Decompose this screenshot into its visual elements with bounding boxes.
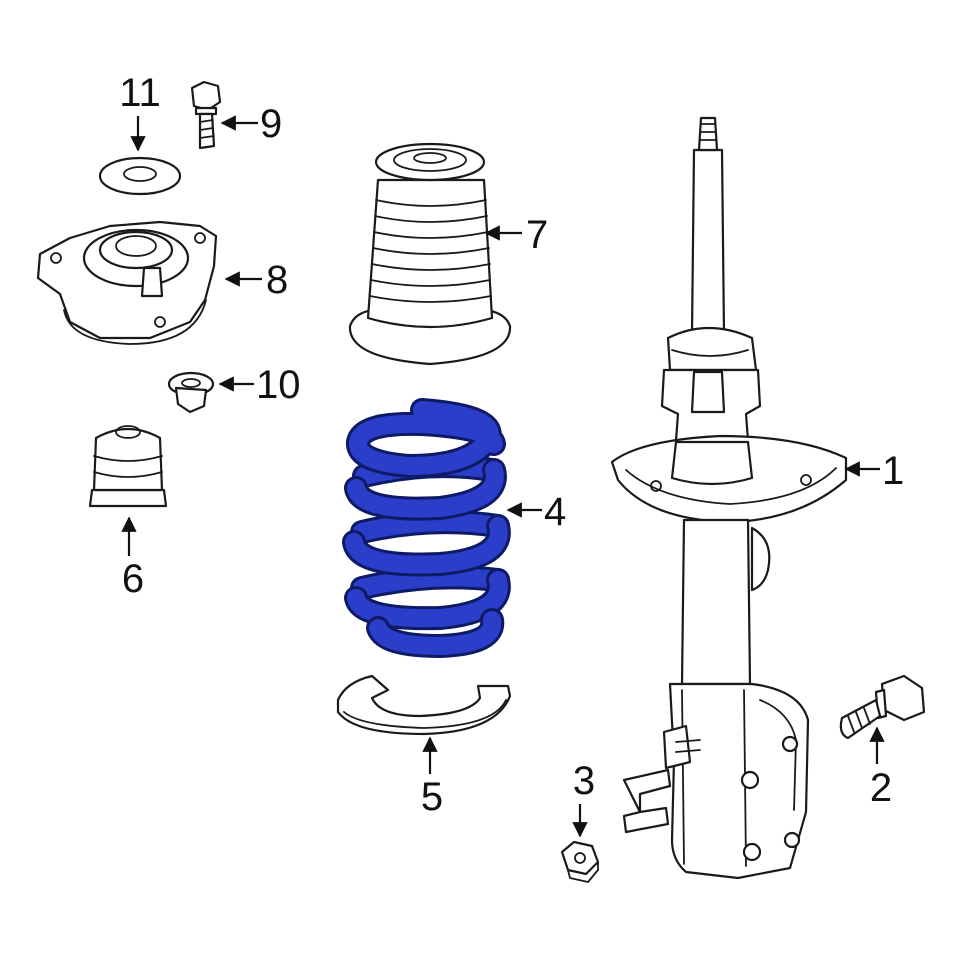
callout-3: 3: [573, 759, 595, 803]
lower-spring-insulator-part: [336, 674, 512, 736]
callout-1: 1: [882, 449, 904, 493]
callout-10: 10: [256, 363, 301, 407]
cam-bolt-part: [839, 674, 926, 740]
spring-coil-front: [342, 398, 511, 659]
mount-bolt-part: [190, 80, 222, 150]
nut-part: [560, 840, 600, 883]
callout-5: 5: [421, 775, 443, 819]
callout-7: 7: [526, 213, 548, 257]
bump-stop-part: [88, 425, 168, 508]
callout-4: 4: [544, 490, 566, 534]
coil-spring-part: [342, 398, 511, 659]
callout-9: 9: [260, 102, 282, 146]
callout-6: 6: [122, 557, 144, 601]
callout-11: 11: [119, 71, 161, 115]
upper-washer-part: [98, 156, 182, 196]
callout-8: 8: [266, 258, 288, 302]
callout-2: 2: [870, 766, 892, 810]
strut-mount-part: [36, 220, 218, 345]
strut-assembly-part: [610, 116, 848, 880]
mount-nut-part: [167, 371, 215, 414]
dust-boot-part: [348, 142, 512, 366]
